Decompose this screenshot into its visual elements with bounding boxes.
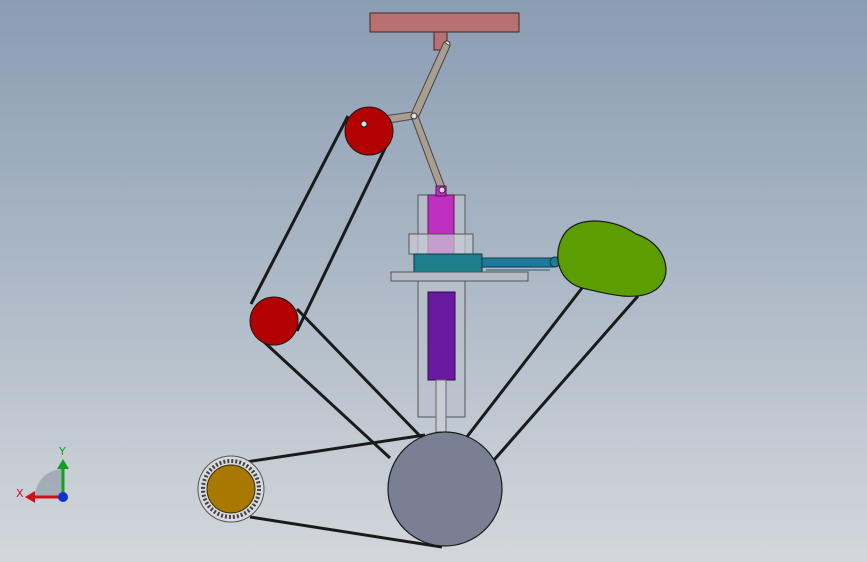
triad-plane (35, 469, 63, 497)
main-drive-pulley (387, 431, 503, 547)
link-lower (410, 115, 447, 193)
belt-lower-left-outer (261, 339, 392, 460)
idler-pulley-upper-pin (360, 120, 368, 128)
gear-brass-hub (206, 464, 256, 514)
carriage-block (413, 253, 483, 273)
gear-teeth (201, 459, 261, 519)
green-cam (557, 220, 667, 297)
triad-x-label: X (16, 487, 24, 500)
mount-plate (369, 12, 520, 33)
belt-bottom-upper (245, 433, 426, 464)
triad-z-axis (58, 492, 68, 502)
link-upper (410, 41, 451, 119)
base-plate (390, 271, 529, 282)
cylinder-top-pin (438, 186, 446, 194)
belt-upper-left-inner (295, 137, 392, 332)
idler-pulley-lower (249, 296, 299, 346)
piston-rod (435, 379, 447, 433)
triad-y-arrow-icon (57, 459, 69, 469)
cylinder-lower-purple (427, 291, 456, 381)
belt-upper-left-outer (249, 115, 350, 305)
belt-lower-left-inner (295, 307, 422, 438)
triad-y-label: Y (58, 445, 66, 458)
orientation-triad: Y X (16, 445, 69, 503)
belt-right-inner (492, 295, 640, 461)
idler-pulley-upper (344, 106, 394, 156)
belt-bottom-lower (249, 515, 443, 549)
belt-right-outer (464, 287, 584, 439)
belt-group (245, 115, 640, 549)
push-rod (481, 257, 555, 268)
triad-x-arrow-icon (25, 491, 35, 503)
guide-block-top (408, 233, 474, 255)
linkage-joint (410, 112, 418, 120)
